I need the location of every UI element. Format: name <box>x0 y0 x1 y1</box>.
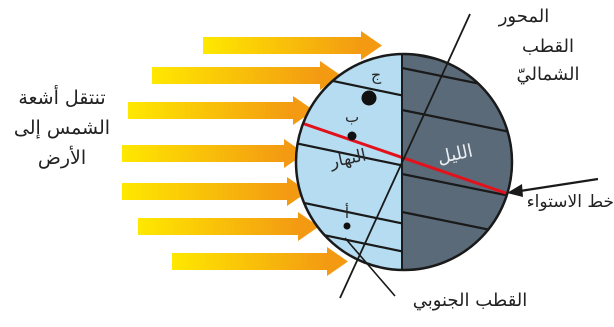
sun-ray-arrow <box>152 61 341 90</box>
north-pole-label-line-2: الشماليّ <box>517 64 580 85</box>
sun-ray-arrow <box>122 177 308 206</box>
sun-ray-arrow <box>122 139 305 168</box>
sun-ray-arrow <box>128 96 314 125</box>
point-b-label: ب <box>345 108 359 126</box>
sun-ray-arrow <box>203 31 382 60</box>
south-pole-label: القطب الجنوبي <box>413 290 528 311</box>
point-a-marker <box>344 223 351 230</box>
sun-rays-caption-line-1: تنتقل أشعة <box>18 85 105 109</box>
sun-rays-caption-line-2: الشمس إلى <box>14 117 110 140</box>
axis-label: المحور <box>498 6 550 27</box>
sun-rays-caption: تنتقل أشعة الشمس إلى الأرض <box>14 85 110 169</box>
sun-rays-caption-line-3: الأرض <box>38 146 86 169</box>
point-b-marker <box>348 132 357 141</box>
sun-ray-arrow <box>138 212 319 241</box>
north-pole-label-line-1: القطب <box>522 36 574 57</box>
equator-label: خط الاستواء <box>527 192 614 212</box>
point-a-label: أ <box>345 203 349 222</box>
sun-ray-arrow <box>172 247 348 276</box>
point-c-marker <box>362 91 377 106</box>
point-c-label: ج <box>371 65 382 85</box>
